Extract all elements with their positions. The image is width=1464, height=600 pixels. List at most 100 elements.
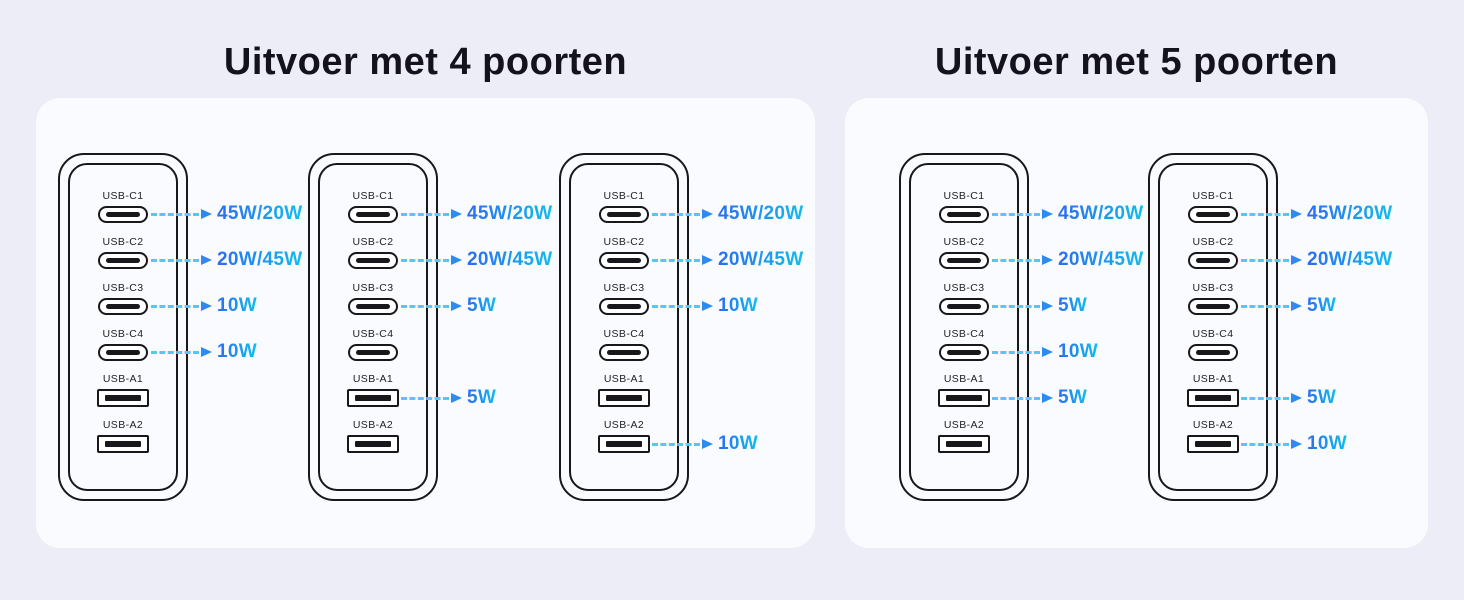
usb-c-port bbox=[939, 252, 989, 269]
arrow-icon bbox=[1291, 439, 1302, 449]
arrow-icon bbox=[201, 209, 212, 219]
power-label: 45W/20W bbox=[217, 203, 303, 224]
power-label: 20W/45W bbox=[1307, 249, 1393, 270]
port-slot-bar bbox=[606, 395, 642, 401]
port-label: USB-C1 bbox=[352, 190, 394, 202]
port-row: USB-C4 bbox=[1160, 319, 1266, 365]
power-callout: 45W/20W bbox=[652, 203, 804, 224]
port-row: USB-C2 20W/45W bbox=[571, 227, 803, 273]
power-callout: 10W bbox=[1241, 433, 1347, 454]
usb-c-port bbox=[599, 252, 649, 269]
port-label: USB-C3 bbox=[603, 282, 645, 294]
usb-a-port bbox=[97, 435, 149, 453]
port-label: USB-C2 bbox=[352, 236, 394, 248]
usb-c-port bbox=[98, 298, 148, 315]
port-slot-bar bbox=[356, 212, 390, 217]
dashed-line bbox=[1241, 212, 1289, 216]
port-label: USB-A2 bbox=[603, 419, 645, 431]
port-label: USB-A2 bbox=[1192, 419, 1234, 431]
arrow-icon bbox=[201, 347, 212, 357]
dashed-line bbox=[151, 212, 199, 216]
arrow-icon bbox=[1042, 301, 1053, 311]
usb-c-port bbox=[98, 344, 148, 361]
port-row: USB-A2 bbox=[320, 411, 426, 457]
arrow-icon bbox=[1291, 255, 1302, 265]
usb-c-port bbox=[348, 252, 398, 269]
power-label: 10W bbox=[1307, 433, 1347, 454]
dashed-line bbox=[1241, 396, 1289, 400]
usb-c-port bbox=[599, 298, 649, 315]
power-callout: 45W/20W bbox=[401, 203, 553, 224]
arrow-icon bbox=[1291, 209, 1302, 219]
port-row: USB-C3 5W bbox=[911, 273, 1087, 319]
port-slot-bar bbox=[947, 304, 981, 309]
power-callout: 45W/20W bbox=[992, 203, 1144, 224]
port-slot-bar bbox=[947, 350, 981, 355]
port-label: USB-C3 bbox=[943, 282, 985, 294]
usb-c-port bbox=[599, 206, 649, 223]
port-row: USB-A2 10W bbox=[1160, 411, 1347, 457]
port-label: USB-A2 bbox=[352, 419, 394, 431]
usb-a-port bbox=[347, 435, 399, 453]
dashed-line bbox=[401, 304, 449, 308]
dashed-line bbox=[652, 258, 700, 262]
port-label: USB-C2 bbox=[102, 236, 144, 248]
port-label: USB-C1 bbox=[1192, 190, 1234, 202]
power-callout: 5W bbox=[1241, 295, 1337, 316]
usb-c-port bbox=[599, 344, 649, 361]
power-label: 5W bbox=[467, 295, 497, 316]
port-label: USB-C2 bbox=[603, 236, 645, 248]
power-label: 5W bbox=[1307, 387, 1337, 408]
power-callout: 45W/20W bbox=[151, 203, 303, 224]
usb-c-port bbox=[98, 252, 148, 269]
usb-a-port bbox=[1187, 435, 1239, 453]
arrow-icon bbox=[702, 209, 713, 219]
arrow-icon bbox=[451, 255, 462, 265]
arrow-icon bbox=[1042, 393, 1053, 403]
port-label: USB-C3 bbox=[352, 282, 394, 294]
power-callout: 10W bbox=[151, 295, 257, 316]
arrow-icon bbox=[451, 301, 462, 311]
dashed-line bbox=[401, 212, 449, 216]
power-callout: 20W/45W bbox=[652, 249, 804, 270]
port-label: USB-C4 bbox=[102, 328, 144, 340]
port-row: USB-C4 bbox=[571, 319, 677, 365]
arrow-icon bbox=[1042, 255, 1053, 265]
usb-a-port bbox=[1187, 389, 1239, 407]
port-slot-bar bbox=[1195, 395, 1231, 401]
arrow-icon bbox=[451, 209, 462, 219]
usb-a-port bbox=[598, 435, 650, 453]
arrow-icon bbox=[1042, 347, 1053, 357]
power-callout: 10W bbox=[151, 341, 257, 362]
power-callout: 5W bbox=[992, 295, 1087, 316]
arrow-icon bbox=[1291, 393, 1302, 403]
power-label: 5W bbox=[1307, 295, 1337, 316]
port-label: USB-A1 bbox=[603, 373, 645, 385]
dashed-line bbox=[401, 396, 449, 400]
usb-c-port bbox=[1188, 344, 1238, 361]
dashed-line bbox=[992, 304, 1040, 308]
usb-c-port bbox=[348, 298, 398, 315]
usb-c-port bbox=[348, 344, 398, 361]
power-label: 10W bbox=[217, 295, 257, 316]
power-callout: 10W bbox=[652, 295, 758, 316]
port-row: USB-C3 5W bbox=[320, 273, 496, 319]
usb-c-port bbox=[939, 298, 989, 315]
port-slot-bar bbox=[356, 258, 390, 263]
dashed-line bbox=[401, 258, 449, 262]
port-slot-bar bbox=[607, 350, 641, 355]
dashed-line bbox=[652, 304, 700, 308]
port-slot-bar bbox=[1196, 212, 1230, 217]
